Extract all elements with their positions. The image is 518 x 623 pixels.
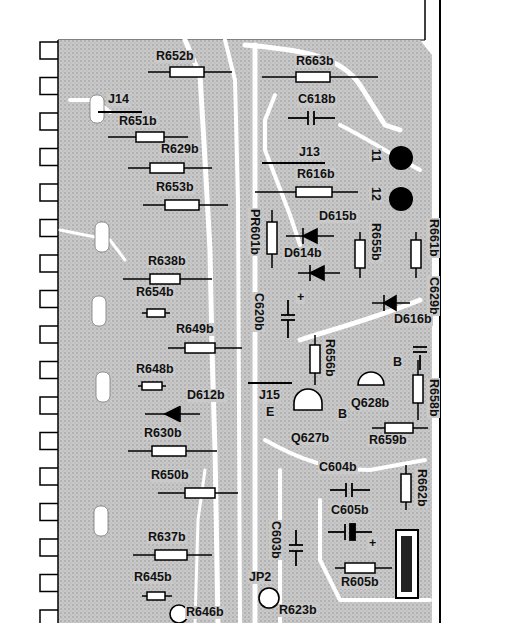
pin-label: B [337, 408, 348, 421]
part-label: R654b [135, 286, 175, 299]
part-label: R652b [155, 50, 195, 63]
part-label: JP2 [248, 571, 272, 584]
test-point [389, 146, 413, 211]
part-label: C618b [297, 93, 337, 106]
part-label: R651b [118, 115, 158, 128]
part-label: C620b [252, 292, 265, 332]
part-label: R646b [185, 606, 225, 619]
part-label: R661b [427, 218, 440, 258]
jumper-wire [98, 112, 325, 383]
edge-finger [40, 362, 58, 379]
part-label: R649b [175, 323, 215, 336]
part-label: PR601b [248, 208, 261, 256]
edge-finger [40, 78, 58, 95]
pin-label: E [265, 406, 275, 419]
part-label: R623b [278, 604, 318, 617]
part-label: C629b [427, 276, 440, 316]
part-label: R630b [143, 427, 183, 440]
part-label: D616b [393, 313, 433, 326]
pad-circle [170, 588, 279, 623]
pin-label: 12 [369, 186, 382, 202]
board-outline [58, 0, 440, 623]
edge-finger [40, 149, 58, 166]
pin-label: 11 [369, 148, 382, 163]
part-label: R658b [427, 378, 440, 418]
part-label: D614b [283, 247, 323, 260]
edge-finger [40, 539, 58, 556]
part-label: Q627b [290, 432, 330, 445]
part-label: R653b [155, 181, 195, 194]
edge-finger [40, 433, 58, 450]
pin-label: B [392, 356, 403, 369]
connector-block [396, 530, 418, 598]
edge-finger [40, 610, 58, 623]
edge-finger [40, 504, 58, 521]
edge-finger [40, 42, 58, 59]
part-label: R663b [295, 55, 335, 68]
edge-finger [40, 184, 58, 201]
pin-label: + [296, 291, 305, 304]
trace-gaps [60, 40, 430, 623]
part-label: R655b [369, 222, 382, 262]
part-label: R656b [323, 338, 336, 378]
part-label: J13 [298, 146, 321, 159]
part-label: Q628b [350, 397, 390, 410]
edge-finger [40, 468, 58, 485]
part-label: J14 [107, 93, 130, 106]
part-label: R645b [133, 571, 173, 584]
part-label: D615b [318, 210, 358, 223]
part-label: R637b [147, 531, 187, 544]
part-label: C603b [269, 520, 282, 560]
edge-finger [40, 291, 58, 308]
edge-finger [40, 220, 58, 237]
part-label: C605b [330, 504, 370, 517]
edge-connector [40, 40, 58, 623]
edge-finger [40, 255, 58, 272]
board-slots [90, 95, 110, 536]
pin-label: + [368, 537, 377, 550]
edge-finger [40, 575, 58, 592]
part-label: R659b [368, 434, 408, 447]
part-label: J15 [258, 389, 281, 402]
board-edge [57, 40, 59, 623]
edge-finger [40, 397, 58, 414]
part-label: D612b [186, 389, 226, 402]
part-label: R638b [147, 255, 187, 268]
capacitor-symbol [281, 111, 427, 566]
edge-finger [40, 326, 58, 343]
part-label: R629b [160, 143, 200, 156]
part-label: R605b [340, 576, 380, 589]
edge-finger [40, 113, 58, 130]
part-label: R662b [415, 468, 428, 508]
part-label: R648b [135, 363, 175, 376]
copper-fill [58, 40, 432, 623]
part-label: C604b [318, 461, 358, 474]
part-label: R616b [296, 168, 336, 181]
part-label: R650b [150, 469, 190, 482]
resistor-symbol [108, 67, 428, 600]
